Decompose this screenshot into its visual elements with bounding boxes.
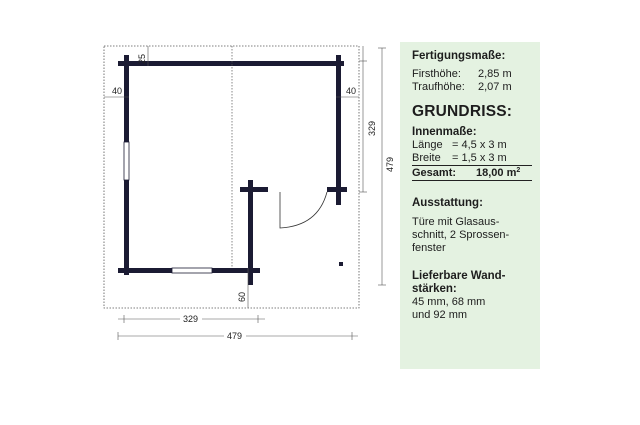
- ausstattung-heading: Ausstattung:: [412, 197, 483, 209]
- dim-wall-right: 40: [346, 86, 356, 96]
- wall-right-stub: [327, 187, 347, 192]
- trauf-height-value: 2,07 m: [478, 81, 512, 93]
- gesamt-value: 18,00 m: [476, 167, 517, 179]
- dim-inner-height: 329: [367, 121, 377, 136]
- trauf-height-label: Traufhöhe:: [412, 81, 465, 93]
- door-swing: [279, 191, 328, 229]
- dim-inner-width: 329: [183, 314, 198, 324]
- gesamt-unit-sup: 2: [516, 167, 521, 174]
- wall-top: [118, 61, 344, 66]
- gesamt-value-wrap: 18,00 m2: [476, 167, 520, 180]
- laenge-value: = 4,5 x 3 m: [452, 139, 507, 151]
- dim-label-bg: [180, 313, 202, 324]
- dim-label-bg: [224, 330, 246, 341]
- window-left: [123, 141, 130, 181]
- wall-right: [336, 55, 341, 205]
- floor-plan-drawing: 40 40 25 329 479 60 329 479: [103, 45, 395, 341]
- gesamt-row: Gesamt: 18,00 m2: [412, 166, 532, 181]
- window-bottom: [171, 267, 213, 274]
- wall-porch: [248, 180, 253, 285]
- ausstattung-line1: Türe mit Glasaus-: [412, 216, 500, 228]
- fertigung-heading: Fertigungsmaße:: [412, 50, 506, 62]
- breite-value: = 1,5 x 3 m: [452, 152, 507, 164]
- dim-outer-width: 479: [227, 331, 242, 341]
- dim-porch-wall: 60: [237, 292, 247, 302]
- gesamt-label: Gesamt:: [412, 167, 457, 179]
- wand-line1: 45 mm, 68 mm: [412, 296, 486, 308]
- trauf-height-row: Traufhöhe: 2,07 m: [412, 81, 532, 94]
- spec-panel: Fertigungsmaße: Firsthöhe: 2,85 m Traufh…: [400, 42, 540, 369]
- laenge-label: Länge: [412, 139, 443, 151]
- roof-outline: [103, 45, 360, 309]
- ausstattung-line3: fenster: [412, 242, 446, 254]
- wall-porch-stub: [240, 187, 268, 192]
- grundriss-title: GRUNDRISS:: [412, 103, 513, 120]
- wand-line2: und 92 mm: [412, 309, 468, 321]
- ausstattung-line2: schnitt, 2 Sprossen-: [412, 229, 510, 241]
- breite-label: Breite: [412, 152, 441, 164]
- first-height-row: Firsthöhe: 2,85 m: [412, 68, 532, 81]
- breite-row: Breite = 1,5 x 3 m: [412, 152, 532, 166]
- laenge-row: Länge = 4,5 x 3 m: [412, 139, 532, 152]
- first-height-label: Firsthöhe:: [412, 68, 461, 80]
- dim-wall-top: 25: [137, 54, 147, 64]
- wand-heading-1: Lieferbare Wand-: [412, 270, 506, 282]
- dim-wall-left: 40: [112, 86, 122, 96]
- dim-outer-height: 479: [385, 157, 395, 172]
- walls: [118, 55, 347, 285]
- porch-post: [339, 262, 343, 266]
- innen-heading: Innenmaße:: [412, 126, 477, 138]
- first-height-value: 2,85 m: [478, 68, 512, 80]
- wand-heading-2: stärken:: [412, 283, 457, 295]
